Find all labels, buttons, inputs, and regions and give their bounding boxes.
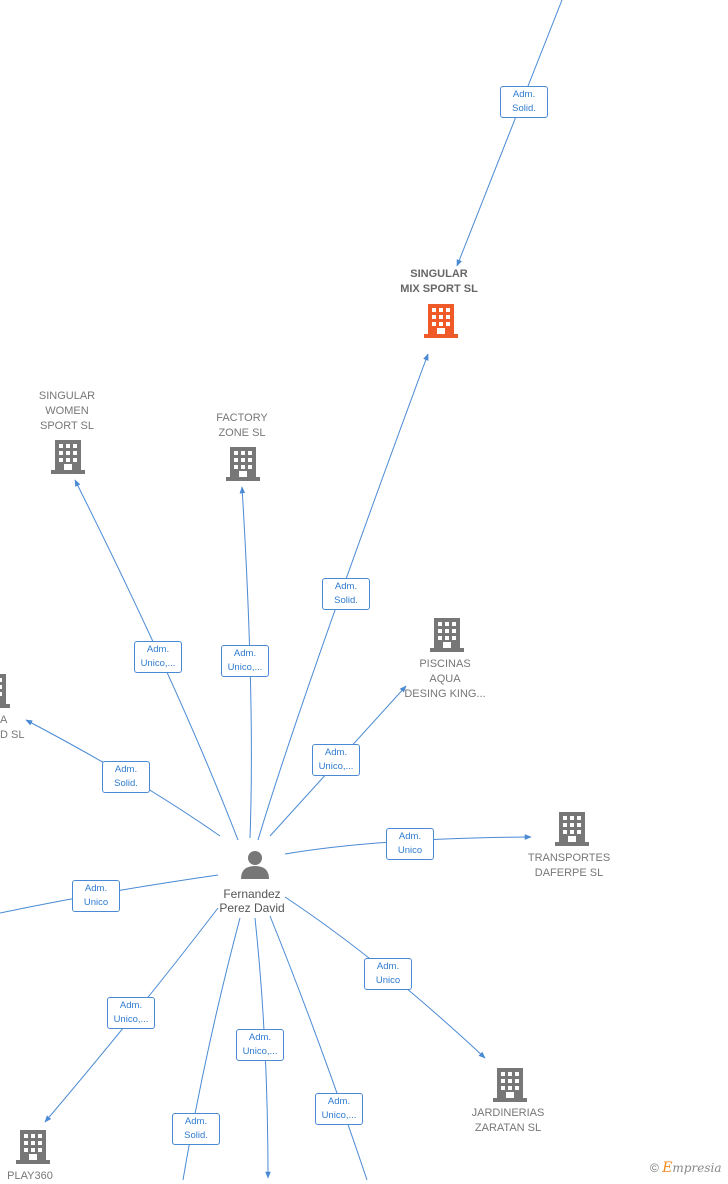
edge-line-top-to-mix: [456, 0, 563, 267]
brand-first-letter: E: [662, 1160, 673, 1176]
edge-label-bottom-1[interactable]: Adm.Unico,...: [236, 1029, 284, 1061]
edge-label-piscinas[interactable]: Adm.Unico,...: [312, 744, 360, 776]
building-icon-jardinerias: [493, 1068, 527, 1102]
edge-line-bottom-2: [269, 915, 368, 1180]
edge-label-play360[interactable]: Adm.Unico,...: [107, 997, 155, 1029]
company-label-singular-mix[interactable]: SINGULAR MIX SPORT SL: [400, 268, 478, 295]
building-icon-left-partial: [0, 674, 10, 708]
edge-label-bottom-2[interactable]: Adm.Unico,...: [315, 1093, 363, 1125]
edge-label-mix[interactable]: Adm.Solid.: [322, 578, 370, 610]
company-label-left-partial[interactable]: A D SL: [0, 714, 25, 741]
company-label-jardinerias[interactable]: JARDINERIAS ZARATAN SL: [471, 1107, 545, 1134]
edge-label-transportes[interactable]: Adm.Unico: [386, 828, 434, 860]
edge-label-left-offscreen[interactable]: Adm.Unico: [72, 880, 120, 912]
building-icon-play360: [16, 1130, 50, 1164]
company-label-play360[interactable]: PLAY360: [7, 1170, 53, 1182]
copyright-icon: ©: [650, 1161, 659, 1175]
company-label-transportes[interactable]: TRANSPORTES DAFERPE SL: [527, 852, 611, 879]
edge-label-factory[interactable]: Adm.Unico,...: [221, 645, 269, 677]
edge-label-jardinerias[interactable]: Adm.Unico: [364, 958, 412, 990]
person-icon: [241, 851, 269, 879]
company-label-factory-zone[interactable]: FACTORY ZONE SL: [216, 412, 268, 439]
person-label[interactable]: Fernandez Perez David: [219, 887, 285, 915]
company-label-singular-women[interactable]: SINGULAR WOMEN SPORT SL: [38, 390, 96, 432]
edge-label-bottom-solid[interactable]: Adm.Solid.: [172, 1113, 220, 1145]
edge-line-bottom-solid: [182, 917, 241, 1180]
building-icon-singular-mix: [424, 304, 458, 338]
company-label-piscinas[interactable]: PISCINAS AQUA DESING KING...: [404, 658, 486, 700]
building-icon-piscinas: [430, 618, 464, 652]
building-icon-factory-zone: [226, 447, 260, 481]
building-icon-singular-women: [51, 440, 85, 474]
edge-line-women: [74, 479, 239, 841]
edge-line-mix: [257, 353, 429, 841]
edge-line-factory: [239, 486, 252, 839]
edge-label-women[interactable]: Adm.Unico,...: [134, 641, 182, 673]
edge-label-left-partial[interactable]: Adm.Solid.: [102, 761, 150, 793]
brand-name: mpresia: [672, 1161, 722, 1175]
edge-label-top-to-mix[interactable]: Adm.Solid.: [500, 86, 548, 118]
brand-logo[interactable]: © Empresia: [650, 1160, 721, 1176]
building-icon-transportes: [555, 812, 589, 846]
